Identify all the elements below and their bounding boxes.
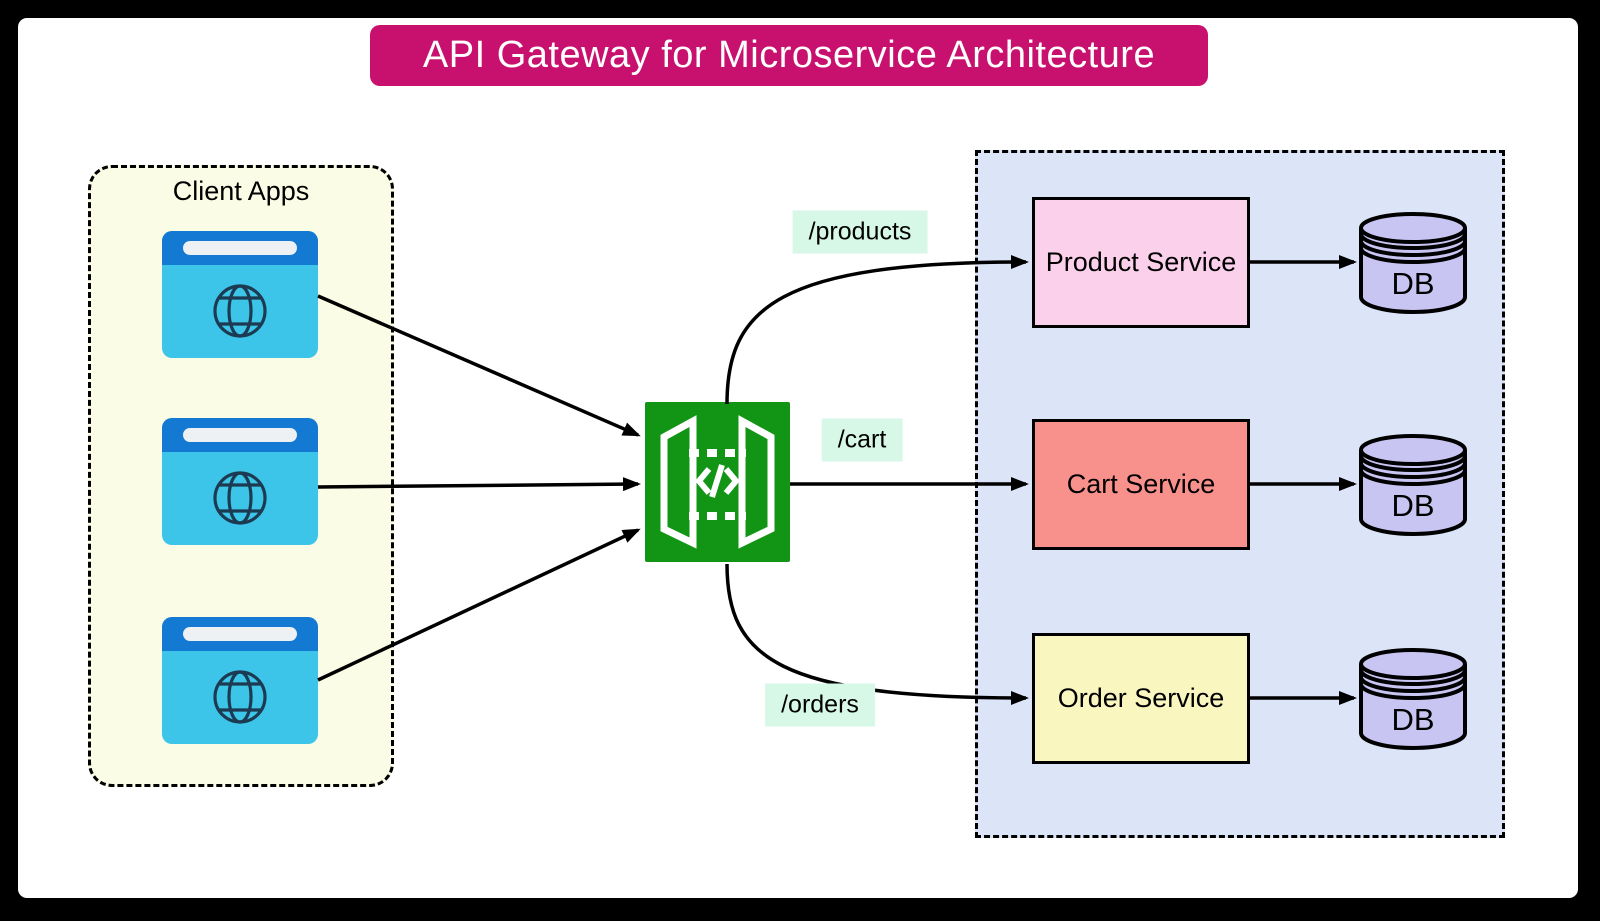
route-label-cart: /cart	[821, 418, 903, 462]
browser-address-bar	[183, 241, 297, 255]
service-node-cart: Cart Service	[1032, 419, 1250, 550]
service-label: Product Service	[1045, 247, 1237, 277]
globe-icon	[213, 471, 267, 525]
service-node-order: Order Service	[1032, 633, 1250, 764]
database-icon-product: DB	[1359, 212, 1467, 314]
globe-icon	[213, 670, 267, 724]
title-banner: API Gateway for Microservice Architectur…	[370, 25, 1208, 86]
route-label-products: /products	[792, 210, 928, 254]
client-app-node-2	[162, 418, 318, 545]
api-gateway-icon	[660, 415, 775, 549]
browser-address-bar	[183, 627, 297, 641]
database-icon-order: DB	[1359, 648, 1467, 750]
arrow-client1-to-gateway	[317, 294, 641, 437]
globe-icon	[213, 284, 267, 338]
arrow-gateway-to-product	[725, 255, 1029, 405]
db-label: DB	[1391, 488, 1434, 523]
route-label-orders: /orders	[765, 683, 875, 727]
db-cylinder	[1359, 664, 1467, 750]
diagram-canvas: API Gateway for Microservice Architectur…	[18, 18, 1578, 898]
db-cylinder	[1359, 450, 1467, 536]
service-label: Order Service	[1057, 683, 1225, 713]
service-label: Cart Service	[1066, 469, 1216, 499]
arrow-gateway-to-order	[725, 563, 1029, 705]
db-label: DB	[1391, 266, 1434, 301]
arrow-client3-to-gateway	[317, 528, 641, 682]
api-gateway-node	[645, 402, 790, 562]
client-apps-label: Client Apps	[172, 176, 310, 206]
db-cylinder	[1359, 228, 1467, 314]
database-icon-cart: DB	[1359, 434, 1467, 536]
client-app-node-3	[162, 617, 318, 744]
service-node-product: Product Service	[1032, 197, 1250, 328]
db-label: DB	[1391, 702, 1434, 737]
arrow-client2-to-gateway	[317, 477, 641, 492]
client-app-node-1	[162, 231, 318, 358]
browser-address-bar	[183, 428, 297, 442]
arrows-layer	[317, 255, 1357, 705]
